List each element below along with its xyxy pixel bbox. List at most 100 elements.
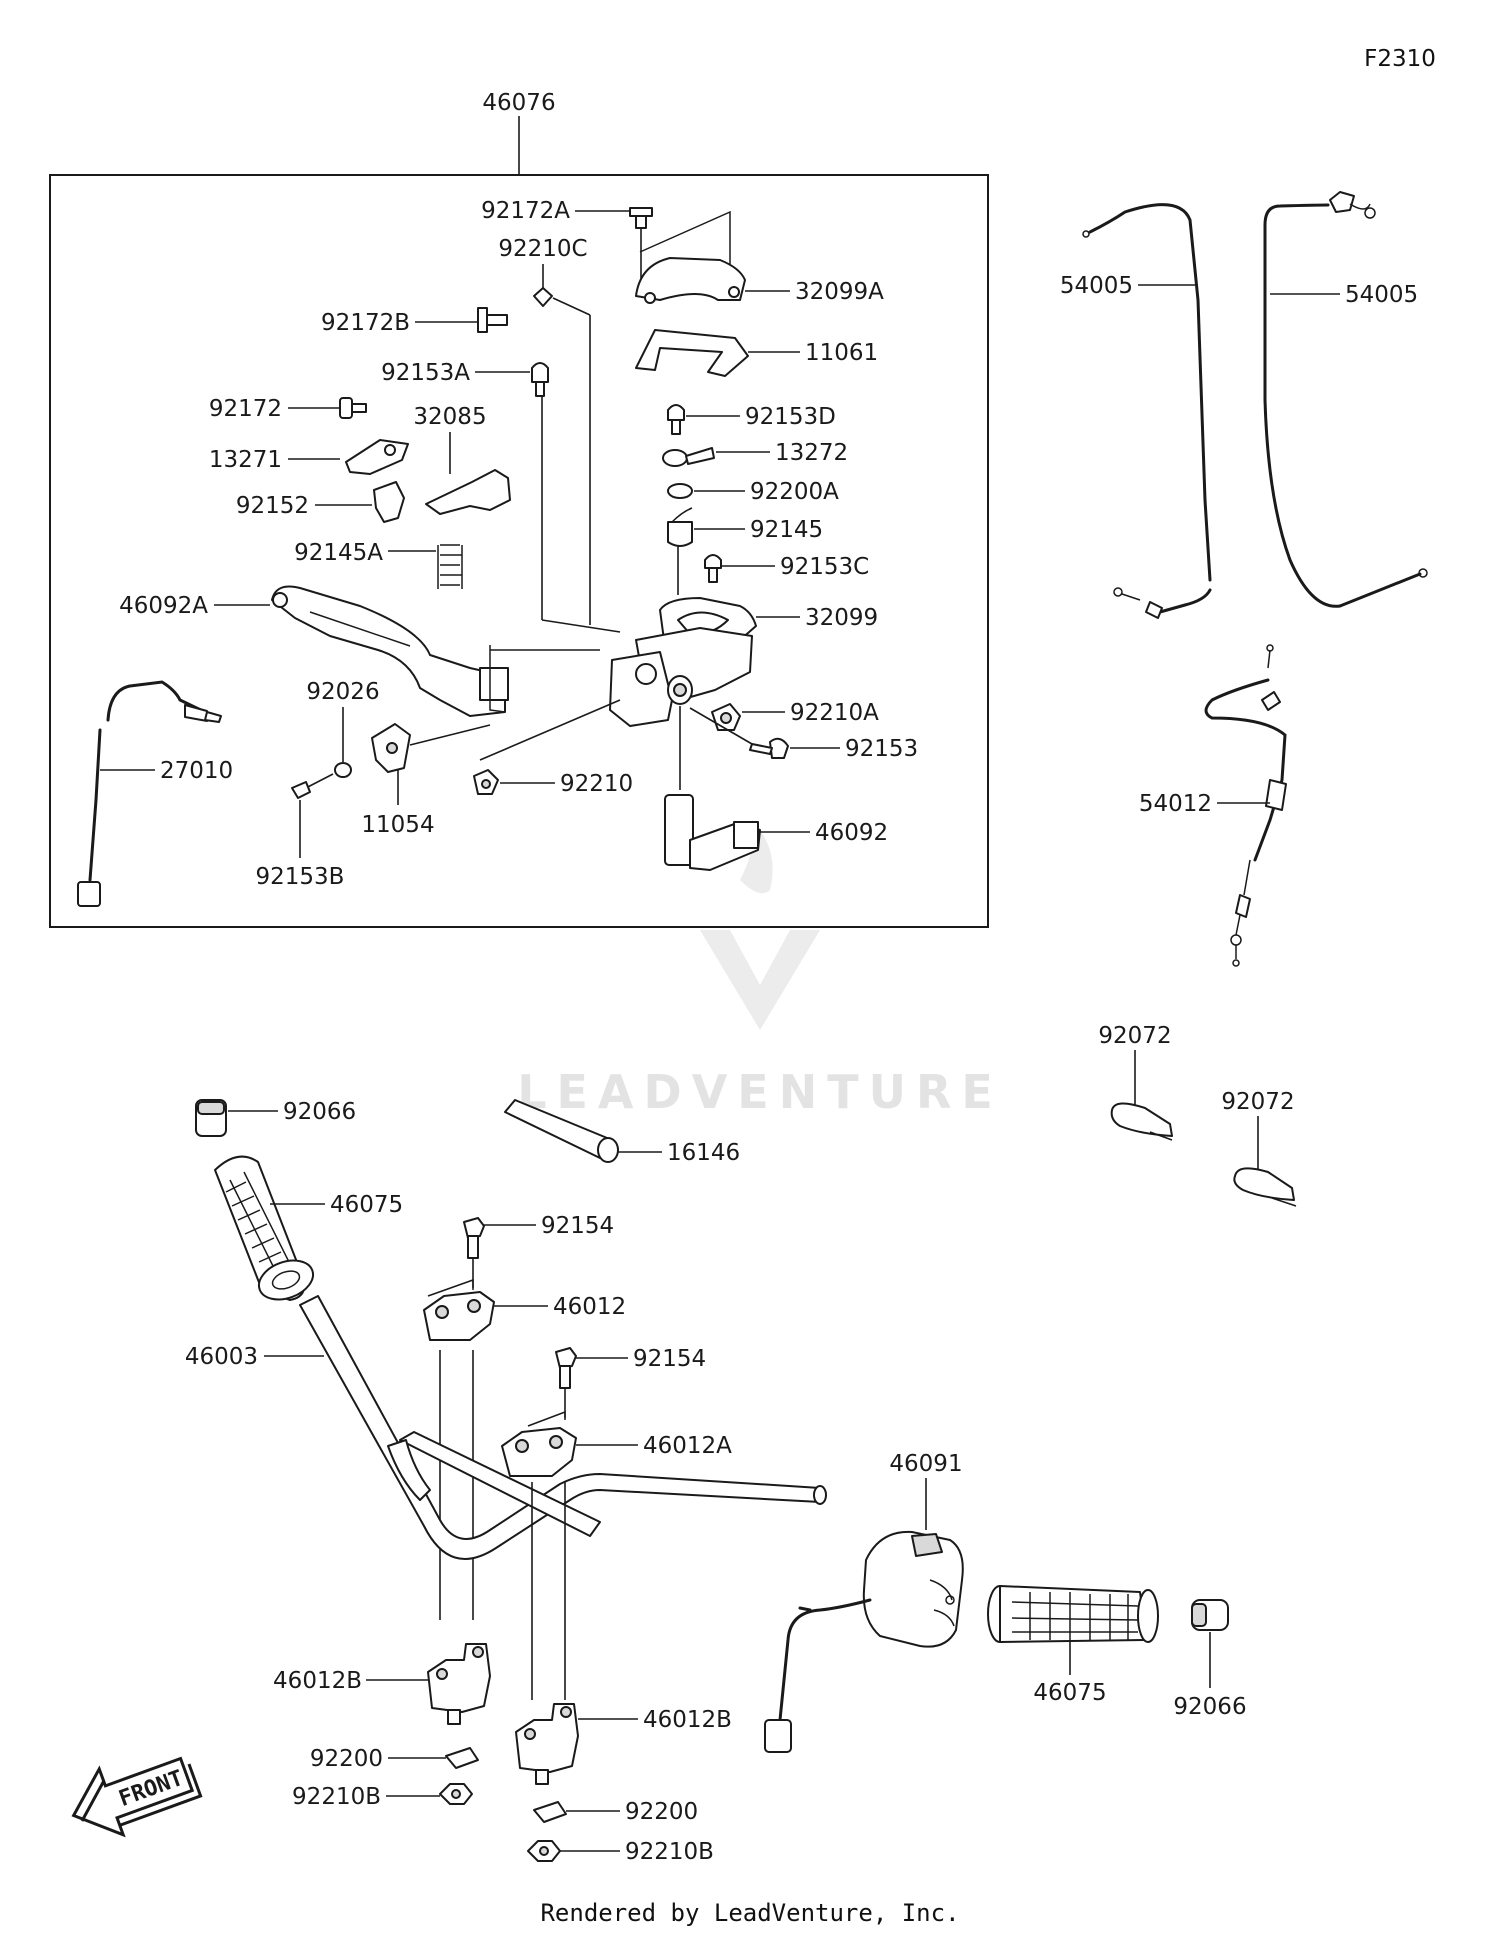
label-92172A: 92172A <box>481 198 570 224</box>
label-46076: 46076 <box>482 90 555 116</box>
label-92200-right: 92200 <box>625 1799 698 1825</box>
label-13272: 13272 <box>775 440 848 466</box>
label-13271: 13271 <box>209 447 282 473</box>
label-92210B-right: 92210B <box>625 1839 714 1865</box>
label-92172B: 92172B <box>321 310 410 336</box>
watermark: LEADVENTURE <box>517 820 1003 1119</box>
washer-92200-left <box>445 1747 479 1769</box>
label-92153A: 92153A <box>381 360 470 386</box>
label-54012: 54012 <box>1139 791 1212 817</box>
brake-lever-46092A <box>271 585 509 717</box>
label-92066-left: 92066 <box>283 1099 356 1125</box>
label-92066-right: 92066 <box>1173 1694 1246 1720</box>
assembly-box <box>49 174 989 928</box>
label-92145: 92145 <box>750 517 823 543</box>
screw-92172B <box>477 307 508 333</box>
gasket-11061 <box>635 329 749 377</box>
label-16146: 16146 <box>667 1140 740 1166</box>
clamp-13272 <box>662 447 715 467</box>
label-46075-right: 46075 <box>1033 1680 1106 1706</box>
collar-92152 <box>373 481 405 523</box>
clamp-46012A <box>501 1427 577 1477</box>
switch-housing-46091 <box>764 1530 964 1753</box>
screw-92172 <box>339 397 367 419</box>
label-46003: 46003 <box>185 1344 258 1370</box>
grip-46075-left <box>214 1155 315 1301</box>
nut-92210B-right <box>527 1840 561 1862</box>
bolt-92154-lower <box>555 1347 577 1389</box>
label-92200-left: 92200 <box>310 1746 383 1772</box>
label-54005-right: 54005 <box>1345 282 1418 308</box>
label-92152: 92152 <box>236 493 309 519</box>
label-92210C: 92210C <box>498 236 587 262</box>
label-46092: 46092 <box>815 820 888 846</box>
clamp-46012B-left <box>427 1643 491 1725</box>
label-92153: 92153 <box>845 736 918 762</box>
master-cylinder-body <box>609 627 753 727</box>
label-27010: 27010 <box>160 758 233 784</box>
clamp-46012B-right <box>515 1703 579 1785</box>
label-46012A: 46012A <box>643 1433 732 1459</box>
grip-46075-right <box>987 1585 1159 1643</box>
label-92072a: 92072 <box>1098 1023 1171 1049</box>
label-11061: 11061 <box>805 340 878 366</box>
bar-end-92066-right <box>1191 1599 1229 1631</box>
nut-92210C <box>533 287 553 307</box>
label-92153B: 92153B <box>256 864 345 890</box>
label-92210: 92210 <box>560 771 633 797</box>
footer-credit: Rendered by LeadVenture, Inc. <box>540 1899 959 1927</box>
label-92153D: 92153D <box>745 404 836 430</box>
label-32099A: 32099A <box>795 279 884 305</box>
label-46012B-left: 46012B <box>273 1668 362 1694</box>
label-92072b: 92072 <box>1221 1089 1294 1115</box>
spring-92145 <box>667 507 693 547</box>
bar-end-92066-left <box>195 1099 227 1137</box>
screw-92153B <box>291 781 311 799</box>
label-54005-left: 54005 <box>1060 273 1133 299</box>
bolt-92154-upper <box>463 1217 485 1259</box>
cable-54005-right <box>1263 191 1428 608</box>
bolt-92153 <box>749 737 789 759</box>
label-92153C: 92153C <box>780 554 869 580</box>
bracket-32085 <box>425 469 511 515</box>
label-32085: 32085 <box>413 404 486 430</box>
screw-92153A <box>531 362 549 397</box>
nut-92026 <box>334 762 352 778</box>
figure-code: F2310 <box>1364 46 1436 72</box>
label-32099: 32099 <box>805 605 878 631</box>
handlebar-46003 <box>299 1295 827 1560</box>
label-92172: 92172 <box>209 396 282 422</box>
clamp-46012 <box>423 1291 495 1341</box>
clamp-92072a <box>1110 1102 1173 1141</box>
switch-27010 <box>77 680 222 907</box>
cable-54005-left <box>1082 203 1212 619</box>
label-11054: 11054 <box>361 812 434 838</box>
label-46091: 46091 <box>889 1451 962 1477</box>
watermark-text: LEADVENTURE <box>517 1065 1003 1119</box>
label-92200A: 92200A <box>750 479 839 505</box>
label-92145A: 92145A <box>294 540 383 566</box>
nut-92210B-left <box>439 1783 473 1805</box>
screw-92153D <box>667 404 685 435</box>
lever-46092 <box>664 794 761 871</box>
label-46012: 46012 <box>553 1294 626 1320</box>
spring-92145A <box>437 544 463 589</box>
washer-92200A <box>667 483 693 499</box>
screw-92172A <box>629 207 653 229</box>
label-92210B-left: 92210B <box>292 1784 381 1810</box>
washer-92200-right <box>533 1801 567 1823</box>
label-92210A: 92210A <box>790 700 879 726</box>
cable-54012 <box>1204 644 1287 967</box>
nut-92210A <box>711 703 741 731</box>
screw-92153C <box>704 554 722 583</box>
label-92154-upper: 92154 <box>541 1213 614 1239</box>
label-92026: 92026 <box>306 679 379 705</box>
label-46012B-right: 46012B <box>643 1707 732 1733</box>
label-46092A: 46092A <box>119 593 208 619</box>
pad-16146 <box>504 1099 619 1163</box>
label-46075-left: 46075 <box>330 1192 403 1218</box>
clamp-92072b <box>1233 1167 1297 1207</box>
front-arrow: FRONT <box>71 1756 203 1838</box>
nut-92210 <box>473 769 499 795</box>
